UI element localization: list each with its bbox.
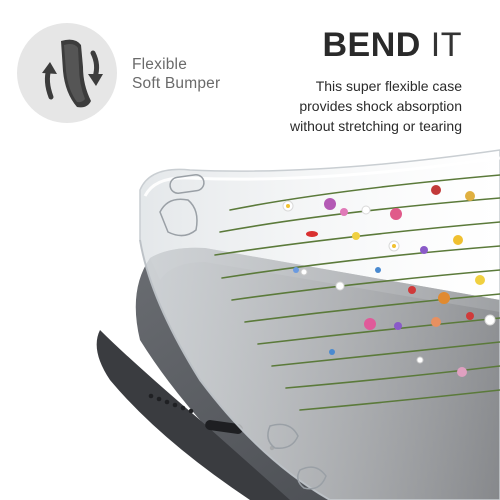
description-line2: provides shock absorption [299,98,462,114]
feature-label-line1: Flexible [132,56,188,73]
flower-blossoms [282,185,496,377]
description-line1: This super flexible case [315,78,462,94]
clear-case [139,149,500,500]
title-bold: BEND [322,26,421,64]
description-line3: without stretching or tearing [290,118,462,134]
feature-description: This super flexible case provides shock … [242,76,462,136]
page-title: BEND IT [322,26,462,64]
product-photo [96,149,500,500]
speaker-grill [148,393,194,414]
flexible-phone-bend-icon [42,39,103,108]
usb-port [205,420,243,434]
feature-label: Flexible Soft Bumper [132,55,242,93]
feature-label-line2: Soft Bumper [132,75,221,92]
title-light: IT [430,26,462,64]
floral-print [214,174,500,411]
feature-badge [17,23,117,123]
